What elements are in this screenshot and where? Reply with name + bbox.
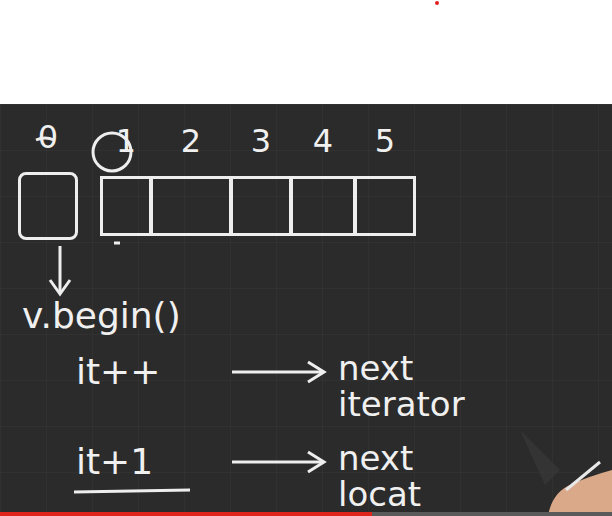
index-number: 0 — [38, 119, 58, 155]
note-text: next locat — [338, 440, 488, 512]
index-number: 4 — [313, 123, 333, 159]
array-cell: 5 — [354, 176, 416, 236]
code-text: v.begin() — [22, 298, 282, 334]
array-cell: 2 — [150, 176, 232, 236]
note-text: next iterator — [338, 350, 513, 422]
array-cell: 4 — [290, 176, 356, 236]
index-number: 3 — [251, 123, 271, 159]
code-text: it++ — [76, 354, 226, 390]
array-cell: 3 — [230, 176, 292, 236]
index-number: 2 — [181, 123, 201, 159]
array-cell: 0 — [18, 172, 78, 240]
code-text: it+1 — [76, 444, 226, 480]
array-cell: 1 — [100, 176, 152, 236]
index-number: 5 — [375, 123, 395, 159]
index-number: 1 — [116, 123, 136, 159]
